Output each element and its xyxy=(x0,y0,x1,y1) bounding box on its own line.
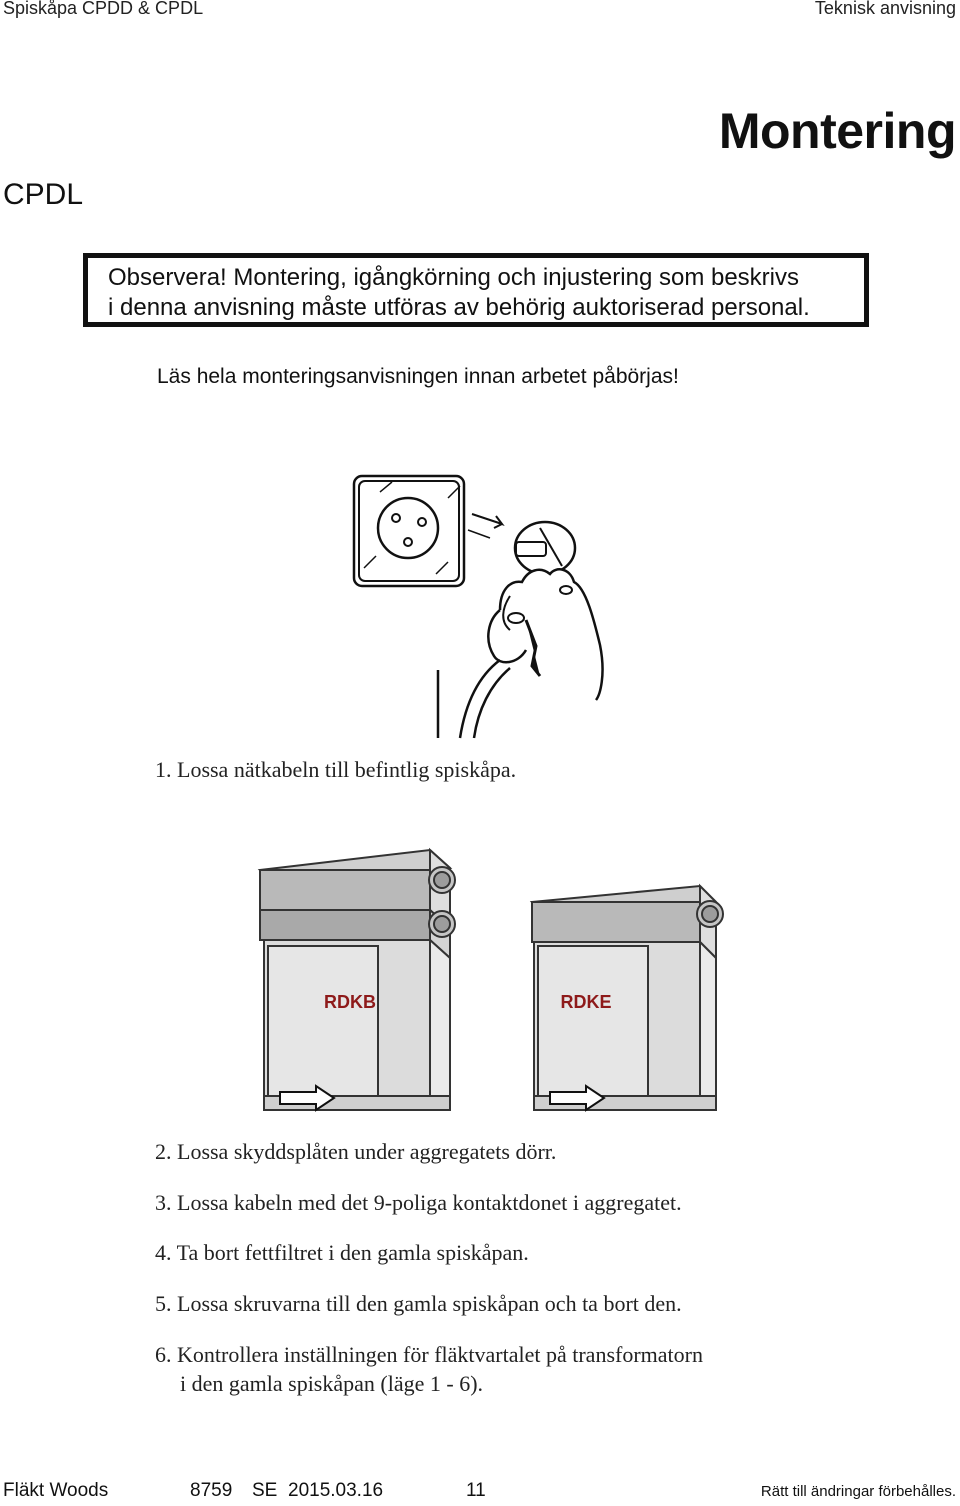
footer-page-number: 11 xyxy=(466,1480,486,1501)
hand xyxy=(498,568,604,701)
arrow-icon xyxy=(549,1084,606,1112)
socket-hole-right xyxy=(417,517,427,527)
socket-hole-bottom xyxy=(403,537,413,547)
footer-company: Fläkt Woods xyxy=(3,1480,109,1501)
warning-line-1: Observera! Montering, igångkörning och i… xyxy=(108,264,799,291)
read-instructions-note: Läs hela monteringsanvisningen innan arb… xyxy=(157,365,679,388)
step-3: 3. Lossa kabeln med det 9-poliga kontakt… xyxy=(155,1190,682,1215)
arrow-icon xyxy=(279,1084,336,1112)
step-4: 4. Ta bort fettfiltret i den gamla spisk… xyxy=(155,1240,529,1265)
page-footer: Fläkt Woods 8759 SE 2015.03.16 11 Rätt t… xyxy=(0,1480,960,1506)
warning-line-2: i denna anvisning måste utföras av behör… xyxy=(108,294,810,321)
socket-face xyxy=(376,496,440,560)
unplug-cable-illustration xyxy=(352,474,604,739)
rdkb-door xyxy=(267,945,379,1097)
step-6: 6. Kontrollera inställningen för fläktva… xyxy=(155,1342,703,1367)
rdke-door xyxy=(537,945,649,1097)
step-2: 2. Lossa skyddsplåten under aggregatets … xyxy=(155,1139,557,1164)
rdke-label: RDKE xyxy=(560,992,611,1012)
step-6-continued: i den gamla spiskåpan (läge 1 - 6). xyxy=(180,1371,484,1396)
cable xyxy=(458,659,501,739)
arrow-icon xyxy=(471,513,505,529)
rdkb-label: RDKB xyxy=(324,992,376,1012)
model-label: CPDL xyxy=(3,178,84,211)
rdkb-unit xyxy=(257,847,456,1111)
page-title: Montering xyxy=(718,103,957,159)
header-document-type: Teknisk anvisning xyxy=(814,0,956,18)
footer-date: 2015.03.16 xyxy=(288,1480,384,1501)
step-5: 5. Lossa skruvarna till den gamla spiskå… xyxy=(155,1291,682,1316)
header-document-title: Spiskåpa CPDD & CPDL xyxy=(3,0,204,18)
rdke-unit xyxy=(529,883,724,1111)
footer-language: SE xyxy=(252,1480,278,1501)
footer-document-number: 8759 xyxy=(190,1480,233,1501)
warning-box: Observera! Montering, igångkörning och i… xyxy=(83,253,869,327)
step-1: 1. Lossa nätkabeln till befintlig spiskå… xyxy=(155,757,517,782)
ventilation-units-illustration: RDKB RDKE xyxy=(257,847,724,1112)
wall-socket-inner xyxy=(358,480,460,582)
socket-hole-left xyxy=(391,513,401,523)
footer-rights: Rätt till ändringar förbehålles. xyxy=(760,1483,956,1500)
